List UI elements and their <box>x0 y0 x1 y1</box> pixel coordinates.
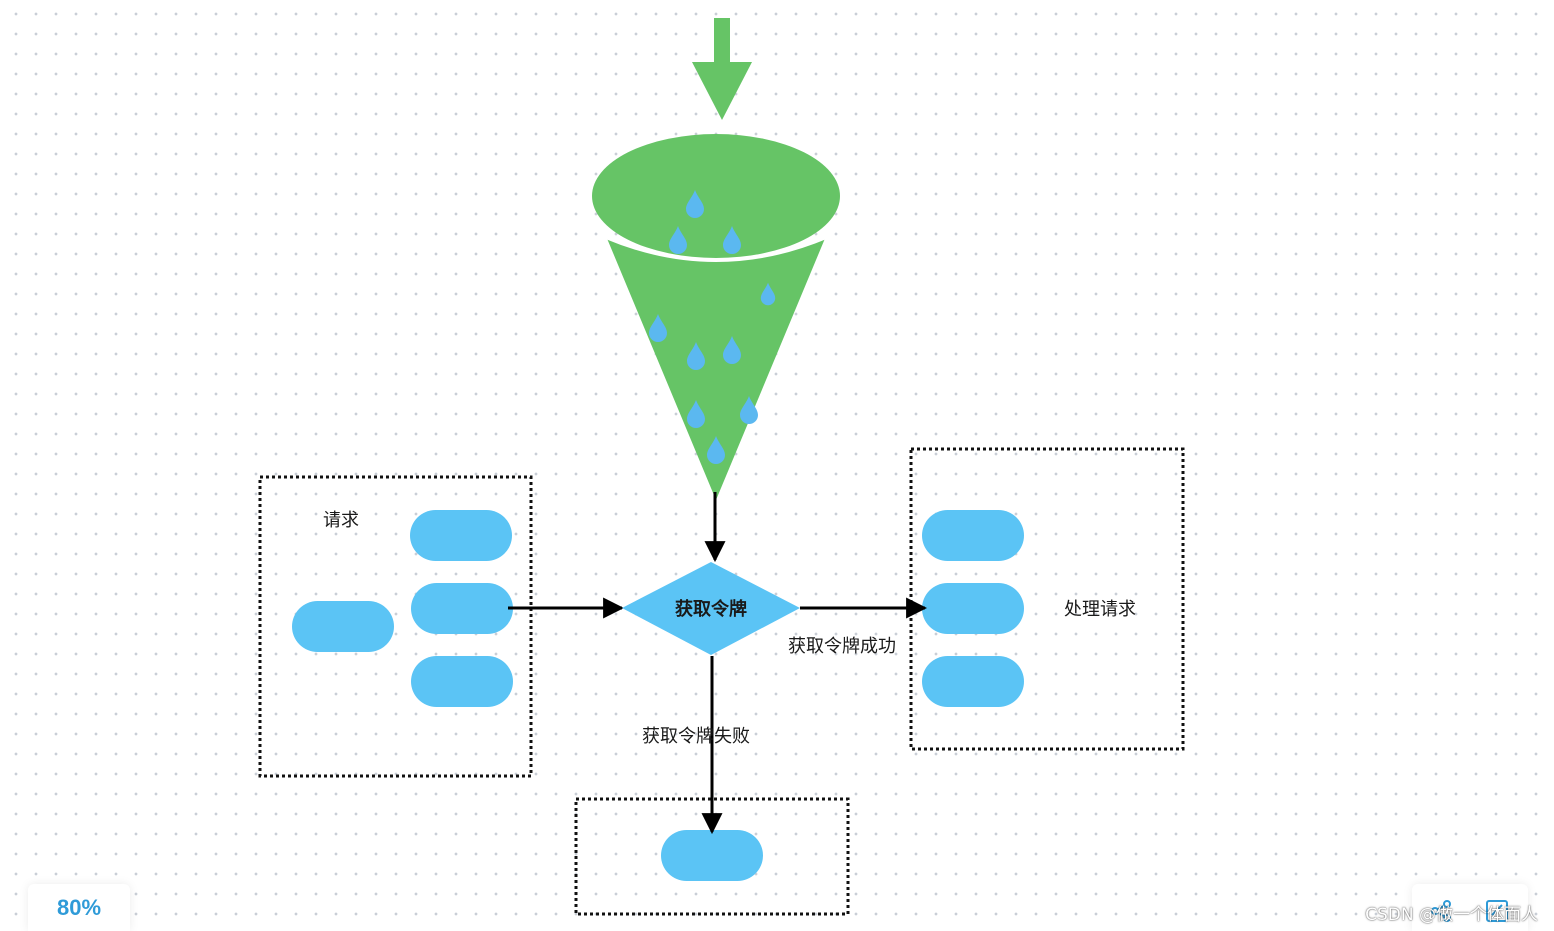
handle-request-label: 处理请求 <box>1064 599 1136 620</box>
handled-pill[interactable] <box>922 583 1024 634</box>
decision-label: 获取令牌 <box>675 598 747 620</box>
decision-diamond[interactable] <box>622 562 800 655</box>
watermark: CSDN @做一个体面人 <box>1365 905 1538 925</box>
handle-request-group[interactable]: 处理请求 <box>909 447 1185 751</box>
request-pill[interactable] <box>411 656 513 707</box>
funnel-top <box>592 134 840 258</box>
request-label: 请求 <box>323 510 359 531</box>
handled-pill[interactable] <box>922 656 1024 707</box>
inflow-arrow <box>692 18 752 120</box>
success-edge-label: 获取令牌成功 <box>788 636 896 657</box>
funnel-rim <box>604 233 828 262</box>
inflow-arrow-shaft <box>714 18 730 64</box>
request-pill[interactable] <box>410 510 512 561</box>
handle-request-container[interactable] <box>909 447 1185 751</box>
share-icon[interactable] <box>1428 898 1454 924</box>
request-group[interactable]: 请求 <box>258 475 533 778</box>
down-arrow-icon <box>692 62 752 120</box>
fail-container[interactable] <box>574 797 850 916</box>
request-pill[interactable] <box>411 583 513 634</box>
fail-edge-label: 获取令牌失败 <box>642 726 750 747</box>
zoom-level-text: 80% <box>56 894 102 920</box>
request-container[interactable] <box>258 475 533 778</box>
decision-node[interactable]: 获取令牌 <box>622 562 800 655</box>
fail-group[interactable] <box>574 797 850 916</box>
edit-icon[interactable] <box>1484 898 1510 924</box>
toolbar <box>1412 884 1528 931</box>
handled-pill[interactable] <box>922 510 1024 561</box>
rejected-pill[interactable] <box>661 830 763 881</box>
zoom-level-indicator[interactable]: 80% <box>28 884 130 931</box>
request-pill[interactable] <box>292 601 394 652</box>
